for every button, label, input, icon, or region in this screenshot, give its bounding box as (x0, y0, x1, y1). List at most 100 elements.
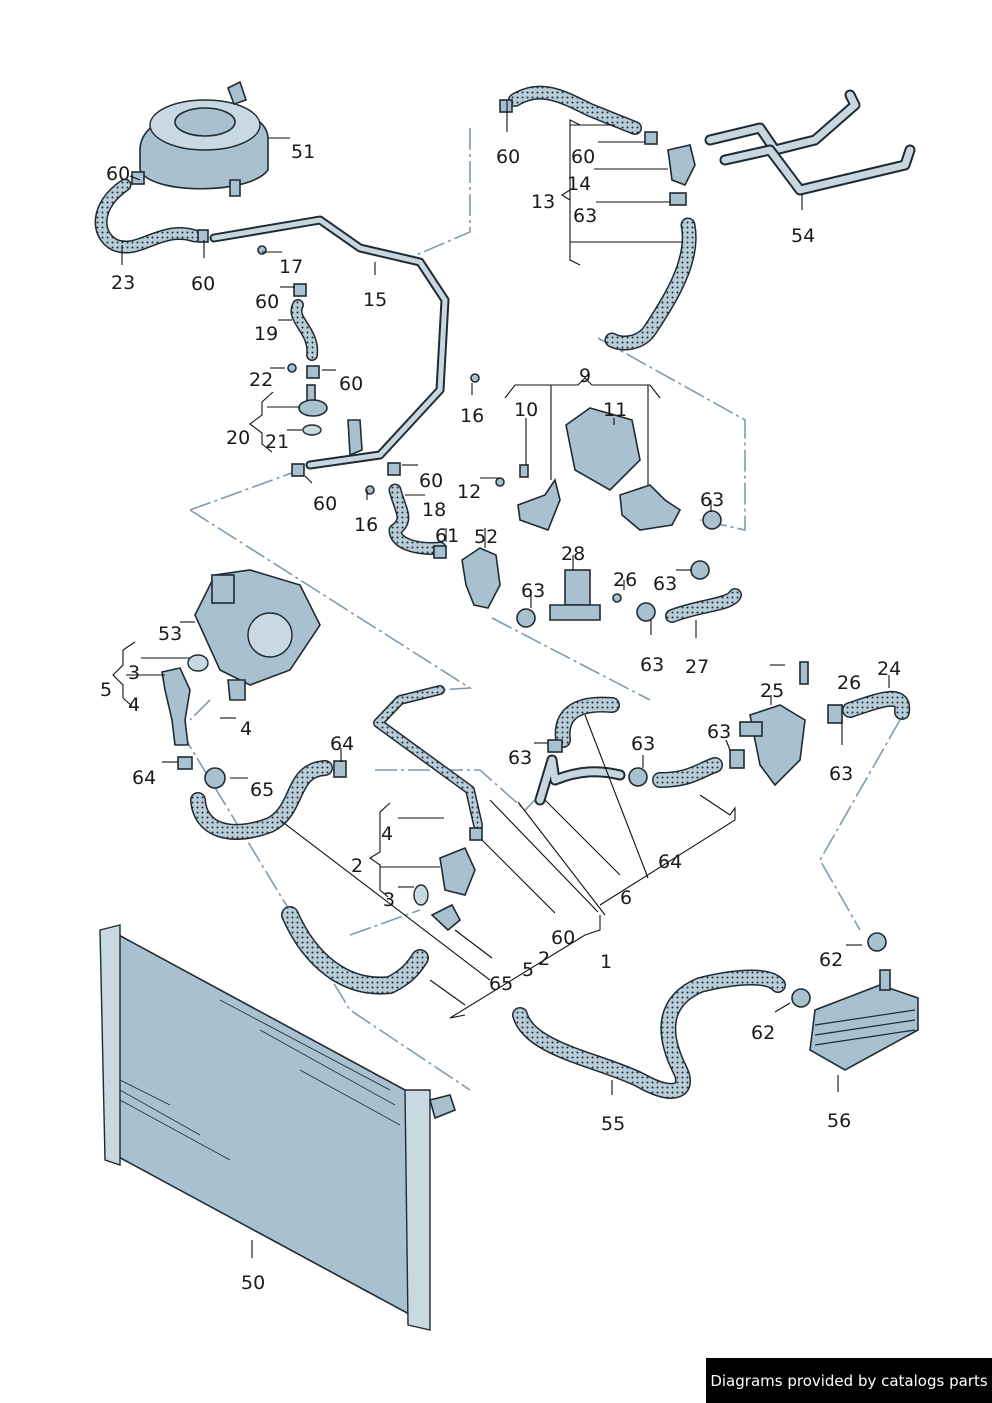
label-63: 63 (521, 580, 545, 602)
label-63: 63 (829, 763, 853, 785)
bolt-17[interactable] (257, 245, 267, 255)
clamp-60[interactable] (293, 283, 307, 297)
label-64: 64 (330, 733, 354, 755)
elbow-5[interactable] (161, 654, 209, 746)
label-53: 53 (158, 623, 182, 645)
label-60: 60 (339, 373, 363, 395)
label-63: 63 (508, 747, 532, 769)
label-18: 18 (422, 499, 446, 521)
bolt-12[interactable] (495, 477, 505, 487)
label-65: 65 (489, 973, 513, 995)
label-12: 12 (457, 481, 481, 503)
clamp-63[interactable] (827, 704, 843, 724)
clamp-62[interactable] (867, 932, 887, 952)
clamp-60[interactable] (131, 171, 145, 185)
credit-text: Diagrams provided by catalogs parts (710, 1371, 988, 1390)
label-54: 54 (791, 225, 815, 247)
label-65: 65 (250, 779, 274, 801)
hose-55[interactable] (512, 969, 786, 1099)
clamp-63[interactable] (690, 560, 710, 580)
clamp-62[interactable] (791, 988, 811, 1008)
clamp-65[interactable] (204, 767, 226, 789)
clamp-61[interactable] (433, 545, 447, 559)
expansion-tank[interactable] (139, 80, 269, 197)
label-22: 22 (249, 369, 273, 391)
bolt-16[interactable] (365, 485, 375, 495)
label-26: 26 (837, 672, 861, 694)
hose-lower[interactable] (281, 906, 429, 995)
label-5: 5 (100, 679, 112, 701)
callout-labels: 51 60 23 60 17 15 60 19 22 60 20 21 16 6… (100, 141, 901, 1294)
label-63: 63 (707, 721, 731, 743)
hose-64[interactable] (652, 757, 723, 788)
clamp-63[interactable] (547, 739, 563, 753)
label-60: 60 (191, 273, 215, 295)
clamp-63[interactable] (669, 192, 687, 206)
clamp-60[interactable] (387, 462, 401, 476)
clamp-60[interactable] (644, 131, 658, 145)
clamp-63[interactable] (516, 608, 536, 628)
clamp-63[interactable] (636, 602, 656, 622)
hose-19[interactable] (290, 299, 319, 361)
label-62: 62 (819, 949, 843, 971)
label-63: 63 (573, 205, 597, 227)
clamp-60[interactable] (291, 463, 305, 477)
hose-23[interactable] (94, 178, 202, 254)
clamp-64[interactable] (177, 756, 193, 770)
clamp-63[interactable] (702, 510, 722, 530)
bolt-16[interactable] (470, 373, 480, 383)
clamp-60[interactable] (197, 229, 209, 243)
y-pipe[interactable] (534, 754, 626, 806)
label-25: 25 (760, 680, 784, 702)
oil-cooler-56[interactable] (809, 969, 919, 1071)
label-52: 52 (474, 526, 498, 548)
label-13: 13 (531, 191, 555, 213)
auxiliary-pump-assembly-9[interactable] (517, 407, 682, 532)
label-60: 60 (551, 927, 575, 949)
assembly-lines (179, 128, 901, 1091)
hose-clamps (131, 99, 887, 1008)
thermostat-housing-2[interactable] (413, 846, 476, 932)
aux-water-pump-25[interactable] (739, 661, 809, 787)
clamp-60[interactable] (499, 99, 513, 113)
radiator-50[interactable] (99, 924, 456, 1331)
connector-14[interactable] (667, 144, 696, 187)
label-11: 11 (603, 399, 627, 421)
label-60: 60 (106, 163, 130, 185)
clamp-60[interactable] (469, 827, 483, 841)
bolt-26[interactable] (612, 593, 622, 603)
label-23: 23 (111, 272, 135, 294)
label-17: 17 (279, 256, 303, 278)
label-16: 16 (354, 514, 378, 536)
pipe-15[interactable] (209, 215, 450, 470)
flange-20[interactable] (298, 384, 328, 436)
credit-banner: Diagrams provided by catalogs parts (706, 1358, 992, 1403)
hose-24[interactable] (842, 690, 911, 720)
hose-18[interactable] (388, 483, 447, 555)
label-19: 19 (254, 323, 278, 345)
label-51: 51 (291, 141, 315, 163)
pump-housing-53[interactable] (194, 569, 321, 701)
clamp-64[interactable] (333, 760, 347, 778)
hose-6[interactable] (554, 696, 620, 748)
leader-lines (112, 100, 890, 1258)
valve-28[interactable] (549, 569, 601, 621)
hose-middle[interactable] (373, 685, 483, 830)
hose-13-lower[interactable] (604, 217, 697, 351)
label-56: 56 (827, 1110, 851, 1132)
clamp-63[interactable] (628, 767, 648, 787)
label-16: 16 (460, 405, 484, 427)
label-3: 3 (383, 889, 395, 911)
sender-housing-52[interactable] (461, 547, 501, 609)
label-5: 5 (522, 959, 534, 981)
clamp-63[interactable] (729, 749, 745, 769)
hose-65[interactable] (190, 760, 333, 840)
pipe-pair-54[interactable] (704, 89, 916, 196)
hose-27[interactable] (665, 588, 742, 623)
hose-13-upper[interactable] (508, 85, 642, 135)
bolt-22[interactable] (287, 363, 297, 373)
label-55: 55 (601, 1113, 625, 1135)
clamp-60[interactable] (306, 365, 320, 379)
label-15: 15 (363, 289, 387, 311)
